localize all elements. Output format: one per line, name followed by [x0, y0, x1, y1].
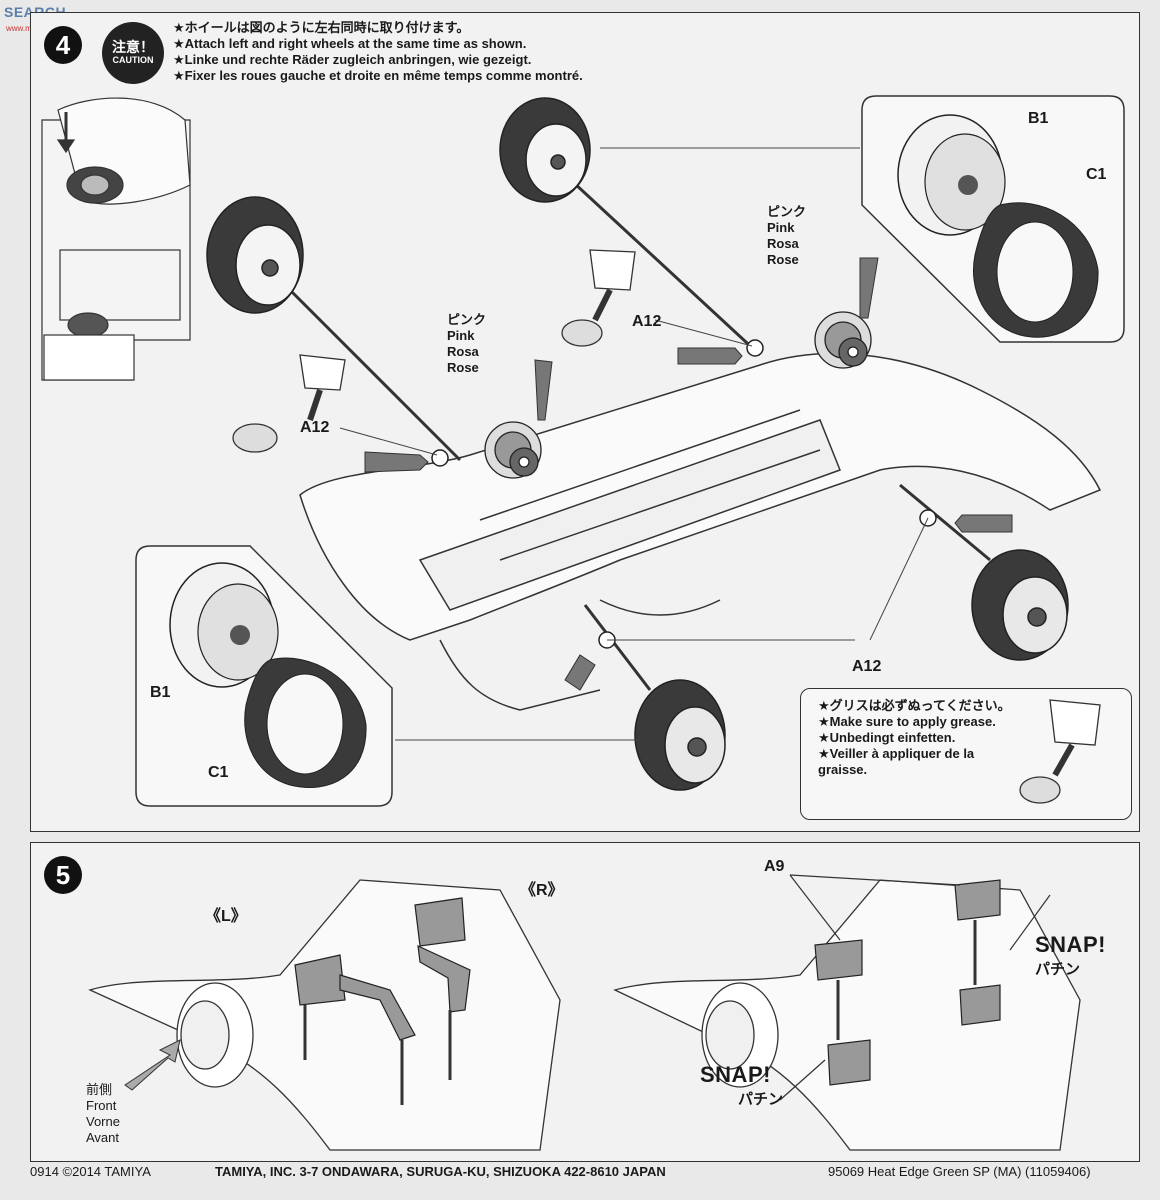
step5-arrows-right: [836, 920, 977, 1040]
step5-chassis-left: [88, 879, 561, 1151]
wheel-bottom-center: [634, 679, 726, 791]
gear-right: [814, 311, 872, 369]
caution-badge: 注意！ CAUTION: [102, 22, 164, 84]
bracket-left: [294, 954, 416, 1041]
instruction-jp: ★ホイールは図のように左右同時に取り付けます。: [173, 20, 470, 35]
inset-bl-tire-label: C1: [208, 764, 229, 781]
step5-chassis-right: [613, 879, 1081, 1151]
instruction-fr: ★Fixer les roues gauche et droite en mêm…: [173, 68, 583, 83]
snap-bottom: SNAP! パチン: [700, 1062, 784, 1108]
leader-lines: [339, 147, 929, 741]
grease-note-text: ★グリスは必ずぬってください。 ★Make sure to apply grea…: [818, 698, 1011, 777]
wheel-top-center: [499, 97, 591, 203]
label-a9: A9: [764, 858, 785, 875]
parts-a9: [814, 879, 1001, 1086]
footer-product: 95069 Heat Edge Green SP (MA) (11059406): [828, 1164, 1091, 1179]
label-left: 《L》: [205, 908, 247, 925]
label-right: 《R》: [520, 882, 564, 899]
caution-en: CAUTION: [112, 54, 154, 65]
inset-tr-wheel-label: B1: [1028, 110, 1049, 127]
caution-jp: 注意！: [112, 39, 154, 56]
part-label-a12-left: A12: [300, 419, 330, 436]
front-arrow: [124, 1039, 181, 1091]
footer-copyright: 0914 ©2014 TAMIYA: [30, 1164, 151, 1179]
step-4-badge: 4: [44, 26, 82, 64]
chassis-frame: [299, 352, 1102, 711]
step5-arrows-left: [303, 1005, 452, 1105]
inset-tr-tire-label: C1: [1086, 166, 1107, 183]
gear-color-left: ピンク Pink Rosa Rose: [447, 312, 487, 375]
axles: [268, 168, 991, 691]
grease-tubes: [364, 257, 1013, 691]
wheel-top-left: [206, 196, 304, 314]
wheel-bottom-right: [971, 549, 1069, 661]
instruction-en: ★Attach left and right wheels at the sam…: [173, 36, 527, 51]
step4-instructions: ★ホイールは図のように左右同時に取り付けます。 ★Attach left and…: [173, 20, 583, 84]
inset-bl-wheel-label: B1: [150, 684, 171, 701]
grease-applicators: [232, 249, 636, 453]
footer-address: TAMIYA, INC. 3-7 ONDAWARA, SURUGA-KU, SH…: [215, 1164, 666, 1179]
hand-inset: [41, 97, 191, 381]
bracket-right: [414, 897, 471, 1013]
step-5-badge: 5: [44, 856, 82, 894]
gear-left: [484, 421, 542, 479]
front-label: 前側 Front Vorne Avant: [86, 1082, 120, 1145]
part-label-a12-bottom: A12: [852, 658, 882, 675]
instruction-de: ★Linke und rechte Räder zugleich anbring…: [173, 52, 532, 67]
part-label-a12-top: A12: [632, 313, 662, 330]
gear-color-right: ピンク Pink Rosa Rose: [767, 204, 807, 267]
snap-top: SNAP! パチン: [1035, 932, 1106, 978]
a9-leaders: [779, 874, 1051, 1101]
